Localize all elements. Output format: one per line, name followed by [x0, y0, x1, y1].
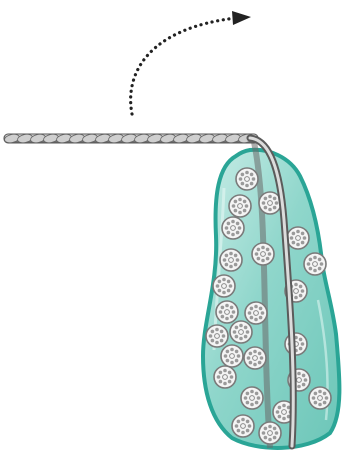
cell-icon: [259, 192, 281, 214]
cell-icon: [214, 366, 236, 388]
cell-icon: [222, 217, 244, 239]
cell-icon: [229, 195, 251, 217]
twisted-strand-icon: [4, 133, 258, 144]
cell-icon: [259, 422, 281, 444]
cell-icon: [232, 415, 254, 437]
cell-icon: [304, 253, 326, 275]
cell-icon: [213, 275, 235, 297]
cell-icon: [244, 347, 266, 369]
cell-icon: [206, 325, 228, 347]
cell-icon: [309, 387, 331, 409]
cell-icon: [287, 227, 309, 249]
cell-icon: [252, 243, 274, 265]
cell-icon: [245, 302, 267, 324]
cell-icon: [220, 249, 242, 271]
cell-icon: [216, 301, 238, 323]
arrow-head-icon: [232, 11, 251, 25]
curved-dotted-arrow-icon: [131, 18, 236, 114]
cell-icon: [230, 321, 252, 343]
cell-icon: [241, 387, 263, 409]
cell-icon: [236, 168, 258, 190]
cell-icon: [221, 345, 243, 367]
